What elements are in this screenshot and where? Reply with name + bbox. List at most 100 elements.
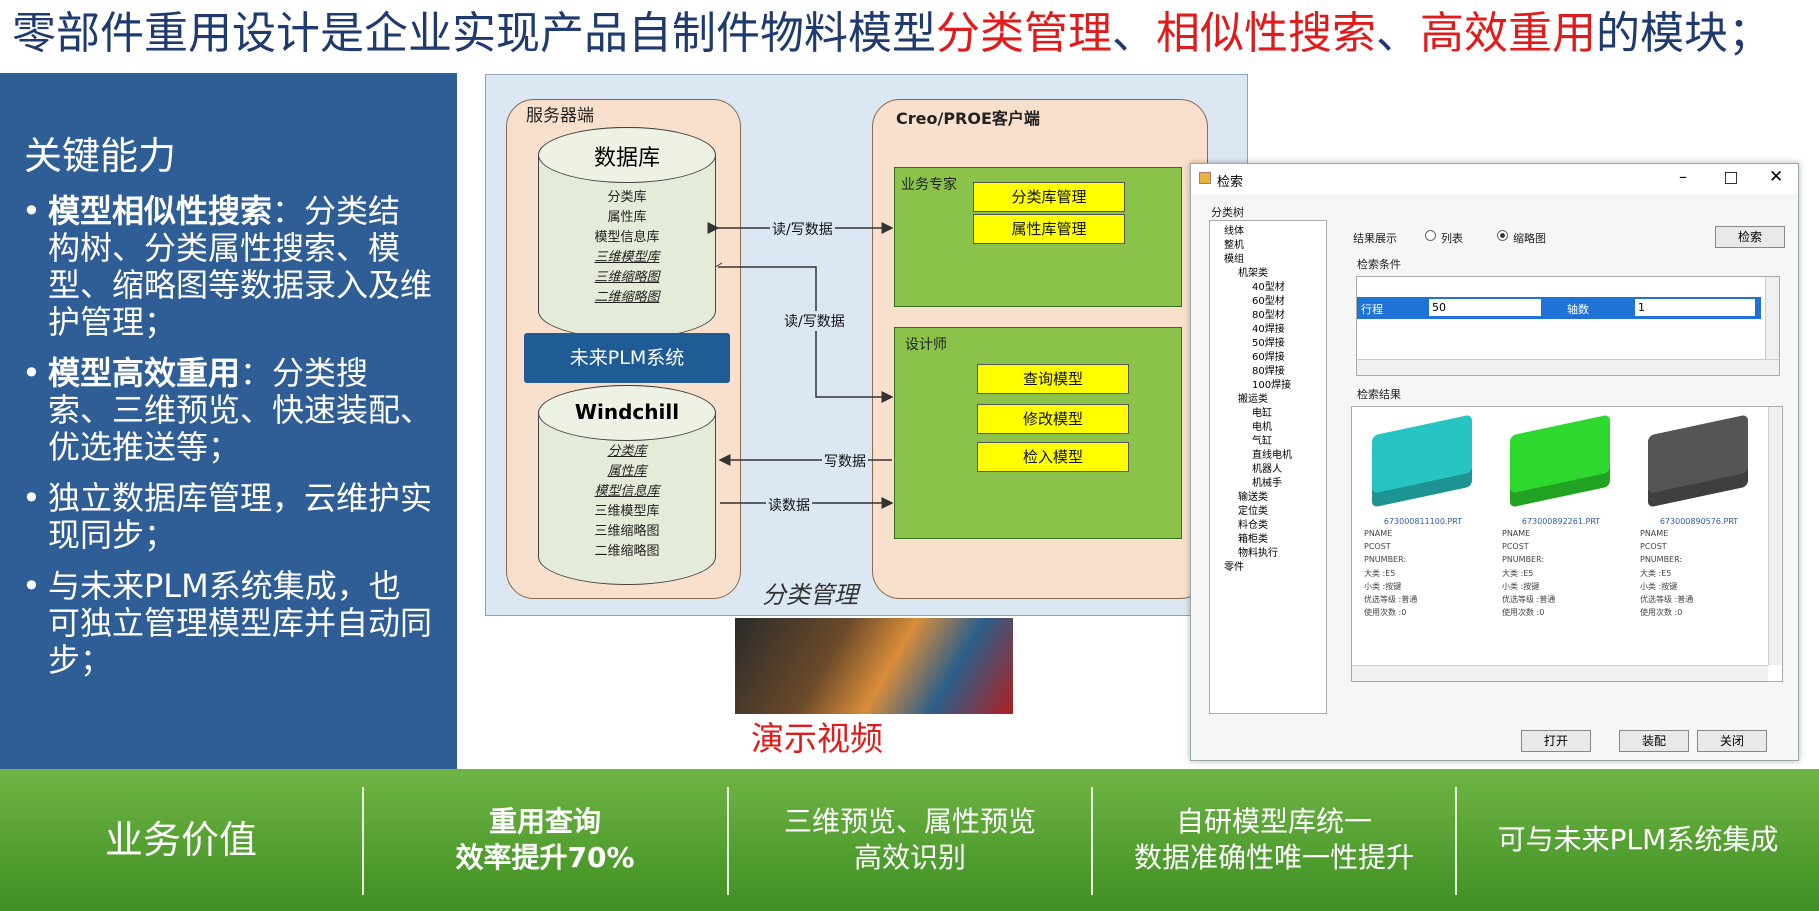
app-icon <box>1199 172 1211 184</box>
tree-item[interactable]: 搬运类 <box>1238 394 1268 405</box>
vertical-scrollbar[interactable] <box>1765 277 1779 359</box>
model-id[interactable]: 673000892261.PRT <box>1521 517 1601 526</box>
model-field: 使用次数 :0 <box>1364 608 1407 617</box>
tree-item[interactable]: 模组 <box>1224 254 1244 265</box>
model-id[interactable]: 673000811100.PRT <box>1383 517 1463 526</box>
query-model-button[interactable]: 查询模型 <box>977 364 1129 394</box>
value-line: 自研模型库统一 <box>1175 805 1372 838</box>
capability-item: 与未来PLM系统集成，也可独立管理模型库并自动同步； <box>22 568 432 679</box>
windchill-items: 分类库属性库模型信息库三维模型库三维缩略图二维缩略图 <box>539 442 715 562</box>
tree-item[interactable]: 机械手 <box>1252 478 1282 489</box>
capabilities-heading: 关键能力 <box>24 134 177 178</box>
tree-item[interactable]: 机架类 <box>1238 268 1268 279</box>
assemble-button[interactable]: 装配 <box>1619 730 1689 752</box>
demo-video-thumbnail[interactable]: 演示视频 <box>735 618 1013 763</box>
client-label: Creo/PROE客户端 <box>896 109 1040 128</box>
arrow-rw-2 <box>718 266 894 403</box>
radio-list[interactable] <box>1425 230 1436 241</box>
capability-title: 模型高效重用 <box>48 354 241 392</box>
category-library-mgmt-button[interactable]: 分类库管理 <box>973 182 1125 212</box>
tree-item[interactable]: 80焊接 <box>1252 366 1285 377</box>
tree-item[interactable]: 电缸 <box>1252 408 1272 419</box>
server-label: 服务器端 <box>526 106 594 126</box>
condition-value-select[interactable]: 1 <box>1635 299 1755 316</box>
value-line: 可与未来PLM系统集成 <box>1497 823 1779 856</box>
capability-text: 与未来PLM系统集成，也可独立管理模型库并自动同步； <box>48 567 433 679</box>
tree-item[interactable]: 100焊接 <box>1252 380 1292 391</box>
close-icon[interactable]: ✕ <box>1769 167 1784 187</box>
model-field: 优选等级 :普通 <box>1502 595 1556 604</box>
tree-item[interactable]: 定位类 <box>1238 506 1268 517</box>
divider <box>1091 787 1093 895</box>
horizontal-scrollbar[interactable] <box>1352 665 1768 681</box>
maximize-icon[interactable] <box>1725 172 1737 184</box>
model-thumbnail <box>1372 414 1472 508</box>
model-field: PNUMBER: <box>1502 555 1545 564</box>
arrow-label-rw: 读/写数据 <box>782 311 847 331</box>
tree-label: 分类树 <box>1211 206 1244 219</box>
tree-item[interactable]: 60型材 <box>1252 296 1285 307</box>
cylinder-item: 属性库 <box>607 464 647 479</box>
tree-item[interactable]: 40型材 <box>1252 282 1285 293</box>
tree-item[interactable]: 零件 <box>1224 562 1244 573</box>
search-button[interactable]: 检索 <box>1715 226 1785 248</box>
tree-item[interactable]: 电机 <box>1252 422 1272 433</box>
model-field: PNUMBER: <box>1640 555 1683 564</box>
cylinder-top <box>538 385 716 441</box>
capability-text: ：分类搜索、三维预览、快速装配、优选推送等； <box>48 354 433 466</box>
cylinder-item: 属性库 <box>607 210 647 225</box>
page-title: 零部件重用设计是企业实现产品自制件物料模型分类管理、相似性搜索、高效重用的模块； <box>12 6 1772 62</box>
modify-model-button[interactable]: 修改模型 <box>977 404 1129 434</box>
horizontal-scrollbar[interactable] <box>1357 359 1779 375</box>
condition-row[interactable]: 行程 50 轴数 1 <box>1357 297 1761 319</box>
title-highlight: 分类管理 <box>936 8 1112 59</box>
dialog-titlebar: 检索 – ✕ <box>1191 164 1798 194</box>
tree-item[interactable]: 线体 <box>1224 226 1244 237</box>
model-field: 小类 :按键 <box>1502 582 1540 591</box>
conditions-label: 检索条件 <box>1357 258 1401 271</box>
condition-value-select[interactable]: 50 <box>1429 299 1541 316</box>
checkin-model-button[interactable]: 检入模型 <box>977 442 1129 472</box>
tree-item[interactable]: 80型材 <box>1252 310 1285 321</box>
model-thumbnail <box>1648 414 1748 508</box>
model-field: PCOST <box>1502 542 1529 551</box>
tree-item[interactable]: 直线电机 <box>1252 450 1292 461</box>
close-button[interactable]: 关闭 <box>1697 730 1767 752</box>
model-field: 大类 :E5 <box>1640 569 1672 578</box>
conditions-grid[interactable]: 行程 50 轴数 1 <box>1356 276 1780 376</box>
value-cell: 重用查询效率提升70% <box>364 769 726 911</box>
value-cell: 三维预览、属性预览高效识别 <box>729 769 1091 911</box>
model-thumbnail <box>1510 414 1610 508</box>
cylinder-item: 三维模型库 <box>594 250 660 265</box>
model-field: 使用次数 :0 <box>1502 608 1545 617</box>
tree-item[interactable]: 气缸 <box>1252 436 1272 447</box>
tree-item[interactable]: 50焊接 <box>1252 338 1285 349</box>
tree-item[interactable]: 物料执行 <box>1238 548 1278 559</box>
model-id[interactable]: 673000890576.PRT <box>1659 517 1739 526</box>
capabilities-list: 模型相似性搜索：分类结构树、分类属性搜索、模型、缩略图等数据录入及维护管理； 模… <box>22 193 432 693</box>
business-value-label: 业务价值 <box>104 818 257 862</box>
vertical-scrollbar[interactable] <box>1768 407 1782 665</box>
tree-item[interactable]: 40焊接 <box>1252 324 1285 335</box>
tree-item[interactable]: 输送类 <box>1238 492 1268 503</box>
plm-system-box: 未来PLM系统 <box>524 333 730 383</box>
divider <box>362 787 364 895</box>
tree-item[interactable]: 料仓类 <box>1238 520 1268 531</box>
minimize-icon[interactable]: – <box>1679 167 1687 186</box>
open-button[interactable]: 打开 <box>1521 730 1591 752</box>
model-field: 优选等级 :普通 <box>1640 595 1694 604</box>
tree-item[interactable]: 箱柜类 <box>1238 534 1268 545</box>
tree-item[interactable]: 60焊接 <box>1252 352 1285 363</box>
category-tree[interactable]: 线体整机模组机架类 40型材 60型材 80型材 40焊接 50焊接 60焊接 80焊接 100… <box>1209 220 1327 714</box>
attribute-library-mgmt-button[interactable]: 属性库管理 <box>973 214 1125 244</box>
model-field: 优选等级 :普通 <box>1364 595 1418 604</box>
tree-item[interactable]: 整机 <box>1224 240 1244 251</box>
model-field: 小类 :按键 <box>1364 582 1402 591</box>
tree-item[interactable]: 机器人 <box>1252 464 1282 475</box>
radio-thumbnail[interactable] <box>1497 230 1508 241</box>
capability-item: 模型相似性搜索：分类结构树、分类属性搜索、模型、缩略图等数据录入及维护管理； <box>22 193 432 341</box>
